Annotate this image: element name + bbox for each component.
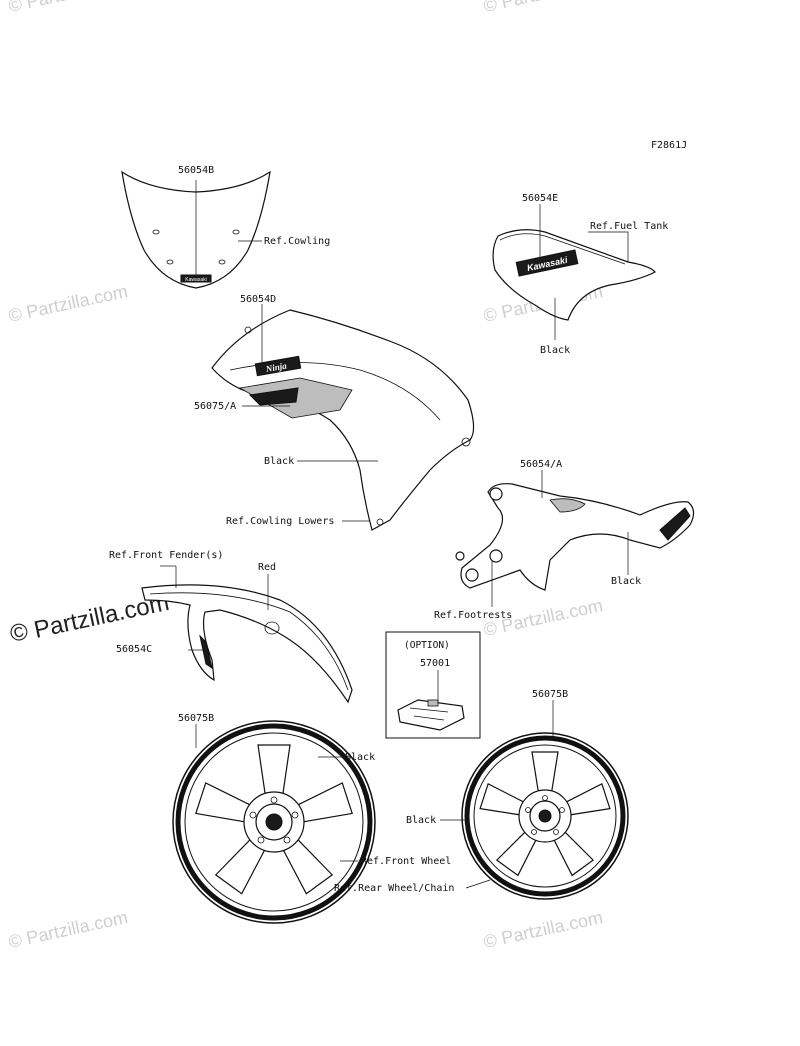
label-56075B-rear: 56075B [532, 689, 568, 700]
label-57001: 57001 [420, 658, 450, 669]
label-ref-front-wheel: Ref.Front Wheel [361, 856, 451, 867]
figure-code: F2861J [651, 140, 687, 151]
watermark-top-edge-left: © Partzilla.com [7, 0, 130, 16]
label-black-tank: Black [540, 345, 570, 356]
watermark-top-left: © Partzilla.com [7, 281, 130, 326]
label-black-frame: Black [611, 576, 641, 587]
option-box [385, 631, 481, 739]
label-option: (OPTION) [404, 640, 450, 651]
label-ref-rear-wheel: Ref.Rear Wheel/Chain [334, 883, 454, 894]
label-56054C: 56054C [116, 644, 152, 655]
windscreen-part: Kawasaki [121, 170, 271, 289]
label-56075A: 56075/A [194, 401, 236, 412]
label-56054A: 56054/A [520, 459, 562, 470]
label-ref-front-fender: Ref.Front Fender(s) [109, 550, 223, 561]
frame-bracket-part [455, 470, 695, 607]
label-ref-cowling-lowers: Ref.Cowling Lowers [226, 516, 334, 527]
label-black-rear-wheel: Black [406, 815, 436, 826]
watermark-bottom-left: © Partzilla.com [7, 907, 130, 952]
copyright-symbol: © [8, 618, 31, 648]
rear-wheel-spokes [479, 751, 611, 877]
label-56075B-front: 56075B [178, 713, 214, 724]
label-56054D: 56054D [240, 294, 276, 305]
front-wheel-spokes [195, 744, 353, 895]
label-ref-cowling: Ref.Cowling [264, 236, 330, 247]
fuel-tank-part: Kawasaki [492, 204, 656, 340]
label-56054E: 56054E [522, 193, 558, 204]
label-ref-fuel-tank: Ref.Fuel Tank [590, 221, 668, 232]
label-black-cowl: Black [264, 456, 294, 467]
watermark-top-edge-right: © Partzilla.com [482, 0, 605, 16]
ninja-decal: Ninja [264, 360, 288, 374]
front-wheel-part [172, 720, 376, 924]
label-black-front-wheel: Black [345, 752, 375, 763]
watermark-bottom-right: © Partzilla.com [482, 907, 605, 952]
label-ref-footrests: Ref.Footrests [434, 610, 512, 621]
front-fender-part [141, 565, 353, 704]
kawasaki-decal-small: Kawasaki [185, 277, 206, 283]
label-red: Red [258, 562, 276, 573]
rear-wheel-part [440, 700, 629, 900]
label-56054B: 56054B [178, 165, 214, 176]
side-cowling-part: Ninja [211, 304, 475, 531]
